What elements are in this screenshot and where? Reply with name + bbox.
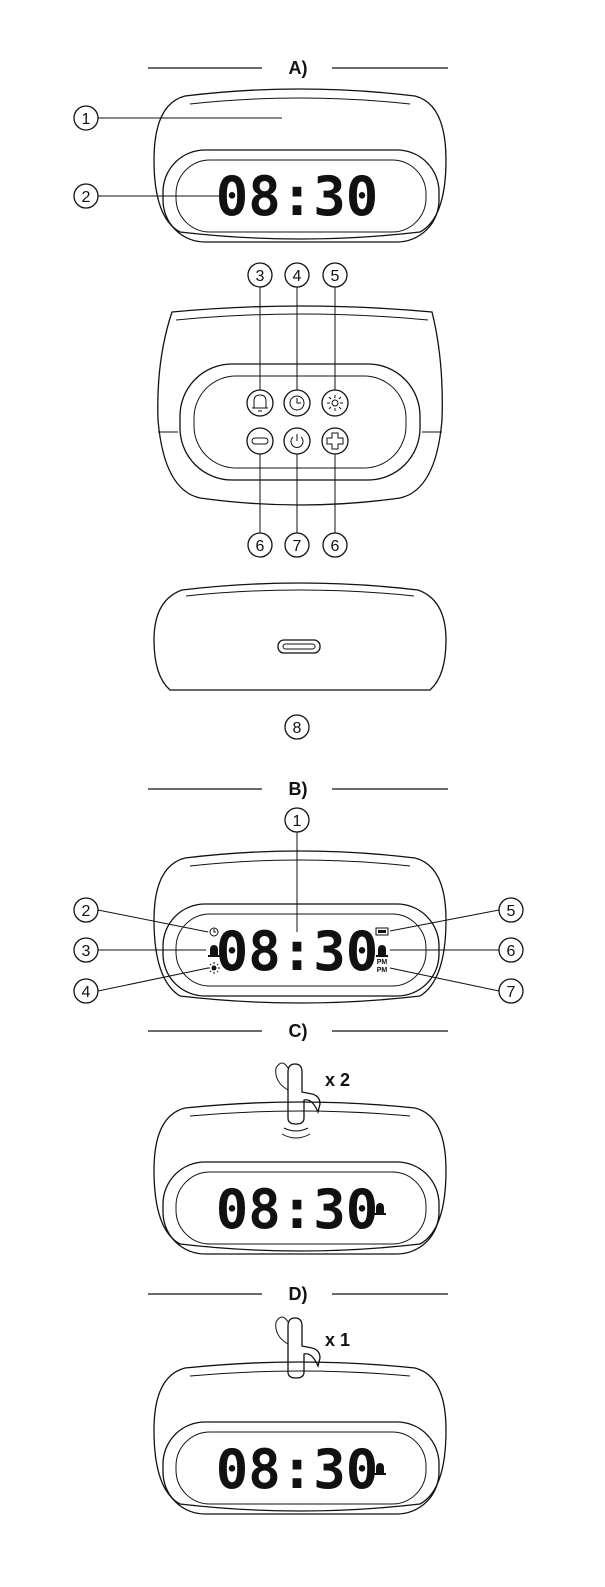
callout-a-4: 4 xyxy=(293,268,302,285)
minus-icon xyxy=(252,438,268,444)
pointing-hand-icon xyxy=(288,1064,320,1124)
section-c-label: C) xyxy=(289,1021,308,1041)
section-a-label: A) xyxy=(289,58,308,78)
plus-icon xyxy=(327,433,343,449)
leader-line-b-5 xyxy=(390,910,499,931)
callout-b-7: 7 xyxy=(507,984,516,1001)
lcd-time-display-d: 08:30 xyxy=(216,1438,379,1501)
clock-front-view: 08:30 xyxy=(154,89,446,242)
usb-port xyxy=(278,640,320,653)
section-d: D) x 1 08:30 xyxy=(148,1284,448,1514)
leader-line-b-4 xyxy=(98,968,208,991)
clock-hands xyxy=(297,398,301,403)
minus-button-ring[interactable] xyxy=(247,428,273,454)
clock-display-detail: 08:30 PM PM xyxy=(154,851,446,1003)
callout-a-2: 2 xyxy=(82,189,91,206)
pm-indicator-bottom: PM xyxy=(377,967,388,974)
callout-a-1: 1 xyxy=(82,111,91,128)
clock-c-view: 08:30 xyxy=(154,1102,446,1254)
callout-b-6: 6 xyxy=(507,943,516,960)
callout-a-6-left: 6 xyxy=(256,538,265,555)
section-b: B) 08:30 PM PM 1 xyxy=(74,779,523,1003)
pointing-hand-icon-d xyxy=(288,1318,320,1378)
power-button[interactable] xyxy=(284,428,310,454)
pm-indicator-top: PM xyxy=(377,959,388,966)
brightness-button[interactable] xyxy=(322,390,348,416)
clock-back-outline xyxy=(154,583,446,690)
callout-b-3: 3 xyxy=(82,943,91,960)
callout-a-3: 3 xyxy=(256,268,265,285)
alarm-button-ring[interactable] xyxy=(247,390,273,416)
plus-button-ring[interactable] xyxy=(322,428,348,454)
hand-thumb xyxy=(276,1063,288,1090)
tap-hand-icon-d xyxy=(276,1317,320,1378)
clock-top-highlight xyxy=(190,98,410,104)
section-c: C) x 2 08:30 xyxy=(148,1021,448,1254)
section-b-label: B) xyxy=(289,779,308,799)
clock-back-view xyxy=(154,583,446,690)
clock-b-top-highlight xyxy=(190,860,410,866)
alarm-button[interactable] xyxy=(247,390,273,416)
bell-icon xyxy=(252,395,268,411)
clock-top-body-rim xyxy=(176,314,428,320)
plus-button[interactable] xyxy=(322,428,348,454)
tap-count-c: x 2 xyxy=(325,1070,350,1090)
clock-top-body-outline xyxy=(158,306,443,505)
callout-a-6-right: 6 xyxy=(331,538,340,555)
callout-b-4: 4 xyxy=(82,984,91,1001)
clock-button[interactable] xyxy=(284,390,310,416)
lcd-time-display-c: 08:30 xyxy=(216,1178,379,1241)
tap-wave-2 xyxy=(282,1134,310,1138)
callout-b-2: 2 xyxy=(82,903,91,920)
usb-port-inner xyxy=(283,644,315,649)
leader-line-b-2 xyxy=(98,910,208,932)
leader-line-b-7 xyxy=(390,968,499,991)
brightness-icon xyxy=(327,395,343,411)
clock-d-top-highlight xyxy=(190,1371,410,1376)
callout-b-5: 5 xyxy=(507,903,516,920)
callout-a-8: 8 xyxy=(293,720,302,737)
tap-hand-icon-c xyxy=(276,1063,320,1138)
minus-button[interactable] xyxy=(247,428,273,454)
hand-thumb-d xyxy=(276,1317,288,1344)
tap-count-d: x 1 xyxy=(325,1330,350,1350)
section-d-label: D) xyxy=(289,1284,308,1304)
section-a: A) 08:30 1 2 xyxy=(74,58,448,739)
clock-back-rim xyxy=(186,590,414,596)
clock-c-top-highlight xyxy=(190,1111,410,1116)
clock-d-view: 08:30 xyxy=(154,1362,446,1514)
callout-a-5: 5 xyxy=(331,268,340,285)
lcd-time-display: 08:30 xyxy=(216,165,379,228)
power-icon xyxy=(291,434,303,447)
clock-top-view xyxy=(158,306,443,505)
brightness-button-ring[interactable] xyxy=(322,390,348,416)
callout-a-7: 7 xyxy=(293,538,302,555)
callout-b-1: 1 xyxy=(293,813,302,830)
tap-wave-1 xyxy=(284,1128,308,1131)
